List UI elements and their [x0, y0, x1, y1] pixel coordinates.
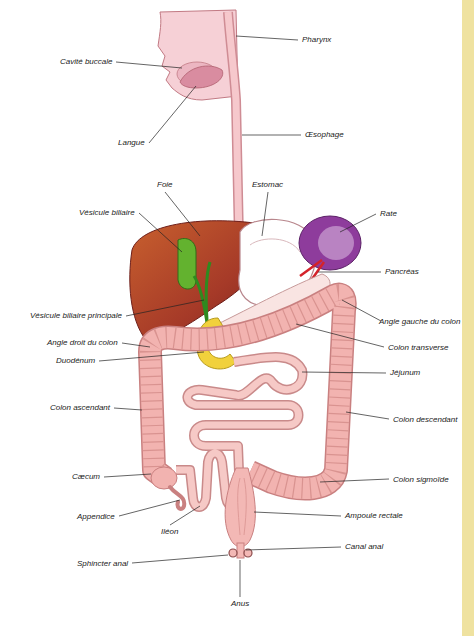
caecum — [151, 467, 177, 489]
leader-line — [149, 86, 196, 143]
organ-label: Sphincter anal — [77, 559, 128, 569]
leader-line — [99, 352, 204, 361]
organ-label: Langue — [118, 138, 145, 148]
organ-label: Cavité buccale — [60, 57, 112, 67]
leader-line — [139, 213, 182, 252]
organ-label: Estomac — [252, 180, 283, 190]
organ-label: Vésicule biliaire principale — [30, 311, 122, 321]
organ-label: Jéjunum — [390, 368, 420, 378]
oesophagus-outline — [228, 12, 239, 240]
organ-label: Pharynx — [302, 35, 331, 45]
leader-line — [254, 512, 341, 516]
leader-line — [296, 324, 384, 347]
organ-label: Foie — [157, 180, 173, 190]
leader-line — [242, 135, 301, 136]
leader-line — [246, 547, 341, 550]
organ-label: Ampoule rectale — [345, 511, 403, 521]
organ-label: Iléon — [161, 527, 178, 537]
colon — [150, 295, 345, 489]
rectal-ampulla — [225, 468, 255, 547]
organ-label: Colon transverse — [388, 343, 448, 353]
leader-line — [114, 408, 142, 410]
leader-line — [165, 192, 200, 236]
leader-line — [170, 506, 200, 525]
leader-line — [132, 555, 228, 563]
leader-line — [236, 36, 298, 40]
appendix — [170, 487, 184, 509]
organ-label: Pancréas — [385, 267, 419, 277]
leader-line — [122, 343, 150, 347]
organ-label: Duodénum — [56, 356, 95, 366]
organ-label: Angle droit du colon — [47, 338, 118, 348]
gallbladder — [178, 239, 196, 290]
leader-line — [346, 412, 389, 419]
oesophagus — [228, 12, 239, 240]
organ-label: Rate — [380, 209, 397, 219]
organ-label: Anus — [231, 599, 249, 609]
organ-label: Œsophage — [305, 130, 344, 140]
leader-line — [302, 372, 386, 373]
page-margin — [462, 0, 474, 636]
leader-line — [340, 214, 376, 232]
colon-haustra — [150, 295, 345, 489]
organ-label: Colon sigmoïde — [393, 475, 449, 485]
bile-duct — [194, 262, 210, 330]
colon-outline — [150, 295, 345, 489]
leader-line — [320, 479, 389, 482]
leader-line — [262, 192, 268, 236]
leader-line — [342, 300, 381, 321]
spleen — [299, 216, 361, 270]
leader-line — [318, 272, 381, 273]
stomach-fold — [250, 239, 300, 252]
rectal-folds — [238, 478, 247, 535]
leader-line — [104, 474, 151, 477]
tongue — [180, 66, 223, 88]
organ-label: Angle gauche du colon — [379, 317, 460, 327]
leader-line — [119, 500, 180, 516]
organ-label: Canal anal — [345, 542, 383, 552]
spleen-hilum — [318, 226, 354, 260]
organ-label: Colon ascendant — [50, 403, 110, 413]
organ-label: Colon descendant — [393, 415, 458, 425]
anal-canal — [237, 543, 244, 558]
organ-label: Appendice — [77, 512, 115, 522]
organ-label: Cæcum — [72, 472, 100, 482]
organ-label: Vésicule biliaire — [79, 208, 135, 218]
leader-line — [116, 62, 182, 68]
anal-sphincter — [229, 549, 237, 557]
leader-line — [240, 560, 241, 597]
leader-line — [126, 300, 204, 316]
